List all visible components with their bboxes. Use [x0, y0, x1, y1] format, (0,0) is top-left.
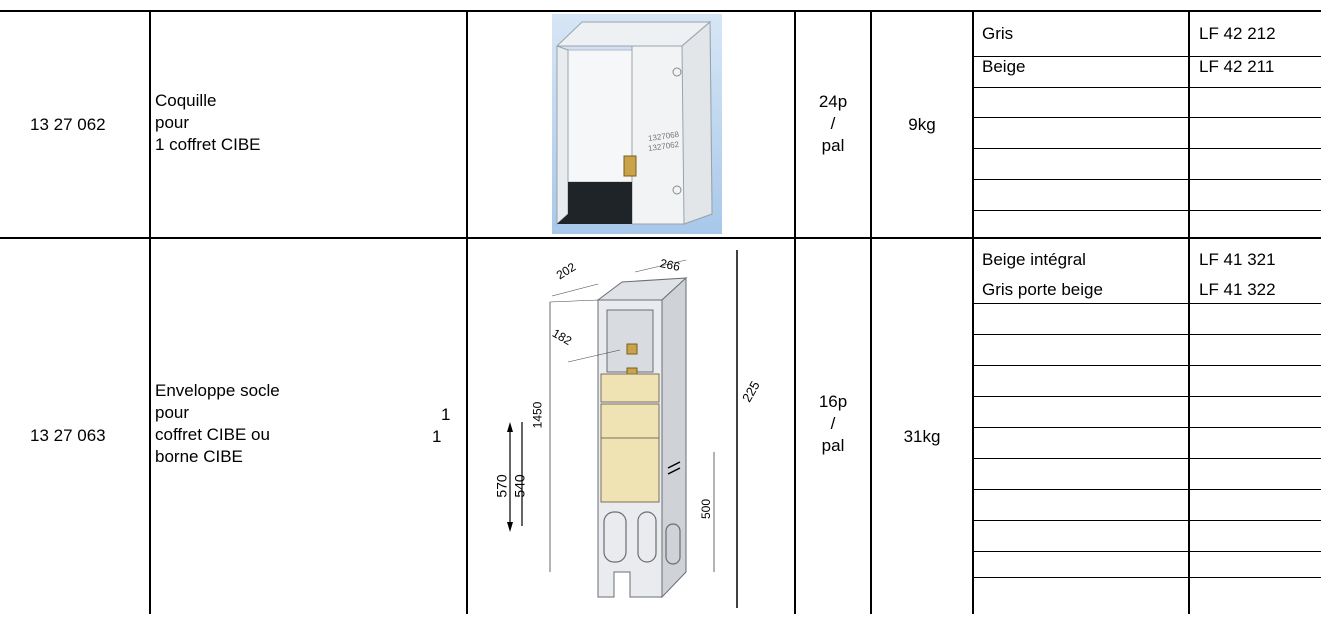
variant-ref: LF 42 211	[1199, 57, 1275, 76]
variant-line	[974, 427, 1321, 428]
description-line: Enveloppe socle	[155, 381, 280, 400]
variant-line	[974, 365, 1321, 366]
dimension-label: 1450	[530, 401, 545, 429]
variant-line	[974, 179, 1321, 180]
product-image-shell: 1327068 1327062	[552, 14, 722, 234]
variant-line	[974, 117, 1321, 118]
description-line: pour	[155, 113, 190, 132]
col-divider-4	[870, 10, 872, 614]
col-divider-2	[466, 10, 468, 614]
variant-ref: LF 41 321	[1199, 250, 1276, 269]
variant-line	[974, 148, 1321, 149]
quantity-line: pal	[821, 436, 845, 455]
variant-line	[974, 489, 1321, 490]
quantity-line: 16p	[818, 392, 848, 411]
product-code: 13 27 063	[30, 426, 106, 445]
row-divider	[0, 237, 1321, 239]
col-divider-3	[794, 10, 796, 614]
variant-line	[974, 458, 1321, 459]
variant-line	[974, 303, 1321, 304]
variant-line	[974, 577, 1321, 578]
weight: 9kg	[908, 115, 936, 134]
description-line: Coquille	[155, 91, 217, 110]
description-count: 1	[441, 405, 451, 424]
variant-line	[974, 87, 1321, 88]
table-top-border	[0, 10, 1321, 12]
product-code: 13 27 062	[30, 115, 106, 134]
variant-line	[974, 210, 1321, 211]
variant-color: Gris	[982, 24, 1014, 43]
weight: 31kg	[903, 427, 941, 446]
col-divider-6	[1188, 10, 1190, 614]
dimension-label: 540	[511, 474, 528, 498]
dimension-label: 570	[493, 474, 510, 498]
description-count: 1	[432, 427, 442, 446]
col-divider-1	[149, 10, 151, 614]
description-line: coffret CIBE ou	[155, 425, 270, 444]
variant-ref: LF 41 322	[1199, 280, 1276, 299]
description-line: pour	[155, 403, 190, 422]
variant-color: Beige	[982, 57, 1026, 76]
variant-ref: LF 42 212	[1199, 24, 1276, 43]
variant-line	[974, 551, 1321, 552]
quantity-line: /	[830, 414, 836, 433]
variant-line	[974, 520, 1321, 521]
variant-color: Gris porte beige	[982, 280, 1103, 299]
description-line: borne CIBE	[155, 447, 243, 466]
variant-line	[974, 396, 1321, 397]
quantity-line: /	[830, 114, 836, 133]
quantity-line: 24p	[818, 92, 848, 111]
quantity-line: pal	[821, 136, 845, 155]
dimension-label: 500	[699, 498, 714, 520]
variant-line	[974, 56, 1321, 57]
technical-drawing: 202 266 182 1450 570 540 500 225	[490, 242, 763, 612]
variant-color: Beige intégral	[982, 250, 1086, 269]
description-line: 1 coffret CIBE	[155, 135, 261, 154]
col-divider-5	[972, 10, 974, 614]
variant-line	[974, 334, 1321, 335]
